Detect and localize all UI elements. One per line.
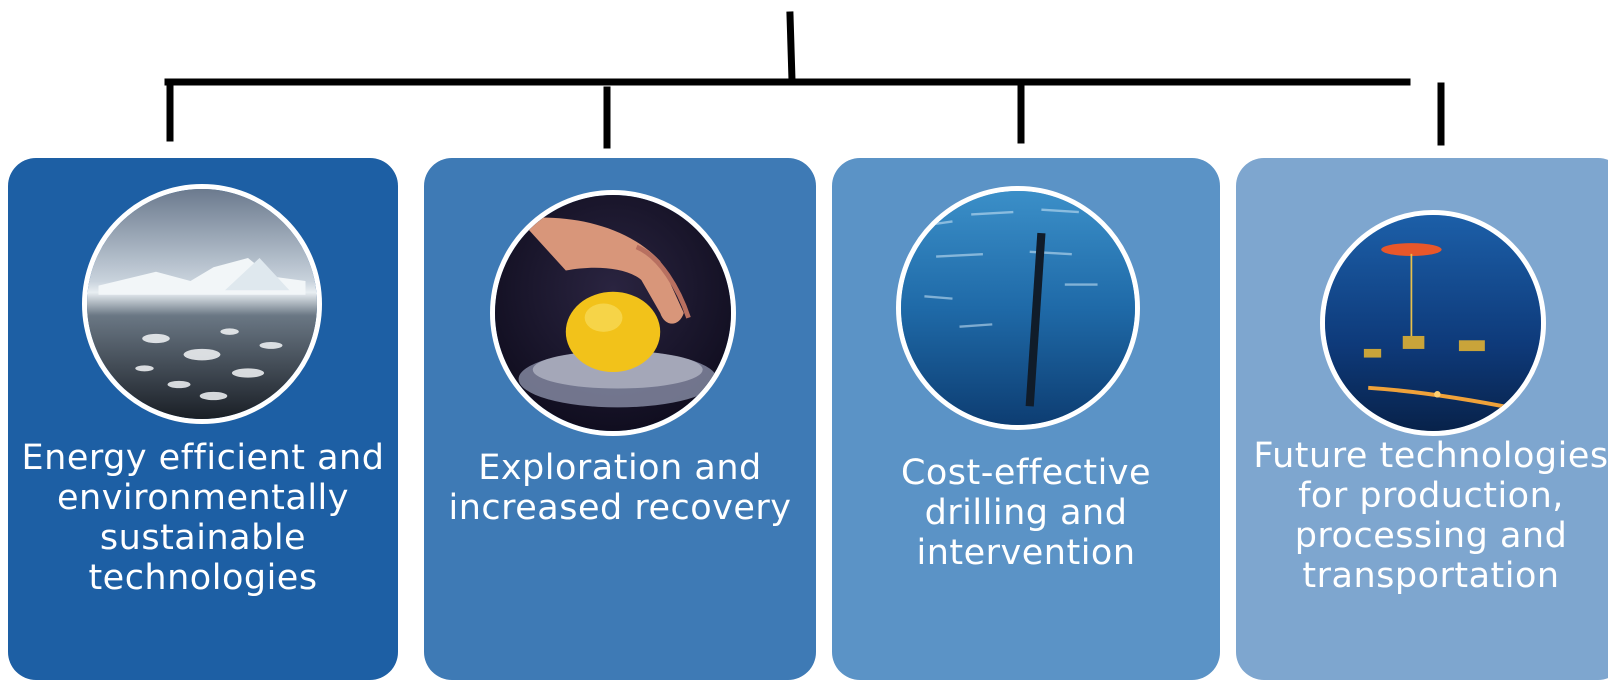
card-label: Exploration and increased recovery (448, 448, 792, 528)
card-label: Future technologies for production, proc… (1253, 436, 1608, 596)
card-label: Cost-effective drilling and intervention (900, 453, 1152, 573)
underwater-drill-photo (896, 186, 1140, 430)
card-future-technologies: Future technologies for production, proc… (1236, 158, 1608, 680)
arctic-ice-photo (82, 184, 322, 424)
card-energy-efficient: Energy efficient and environmentally sus… (8, 158, 398, 680)
hierarchy-connector (164, 11, 1445, 149)
connector-root-stem (786, 11, 796, 84)
card-exploration: Exploration and increased recovery (424, 158, 816, 680)
lemon-squeezer-photo (490, 190, 736, 436)
card-drilling: Cost-effective drilling and intervention (832, 158, 1220, 680)
subsea-production-photo (1320, 210, 1546, 436)
card-label: Energy efficient and environmentally sus… (21, 438, 385, 598)
